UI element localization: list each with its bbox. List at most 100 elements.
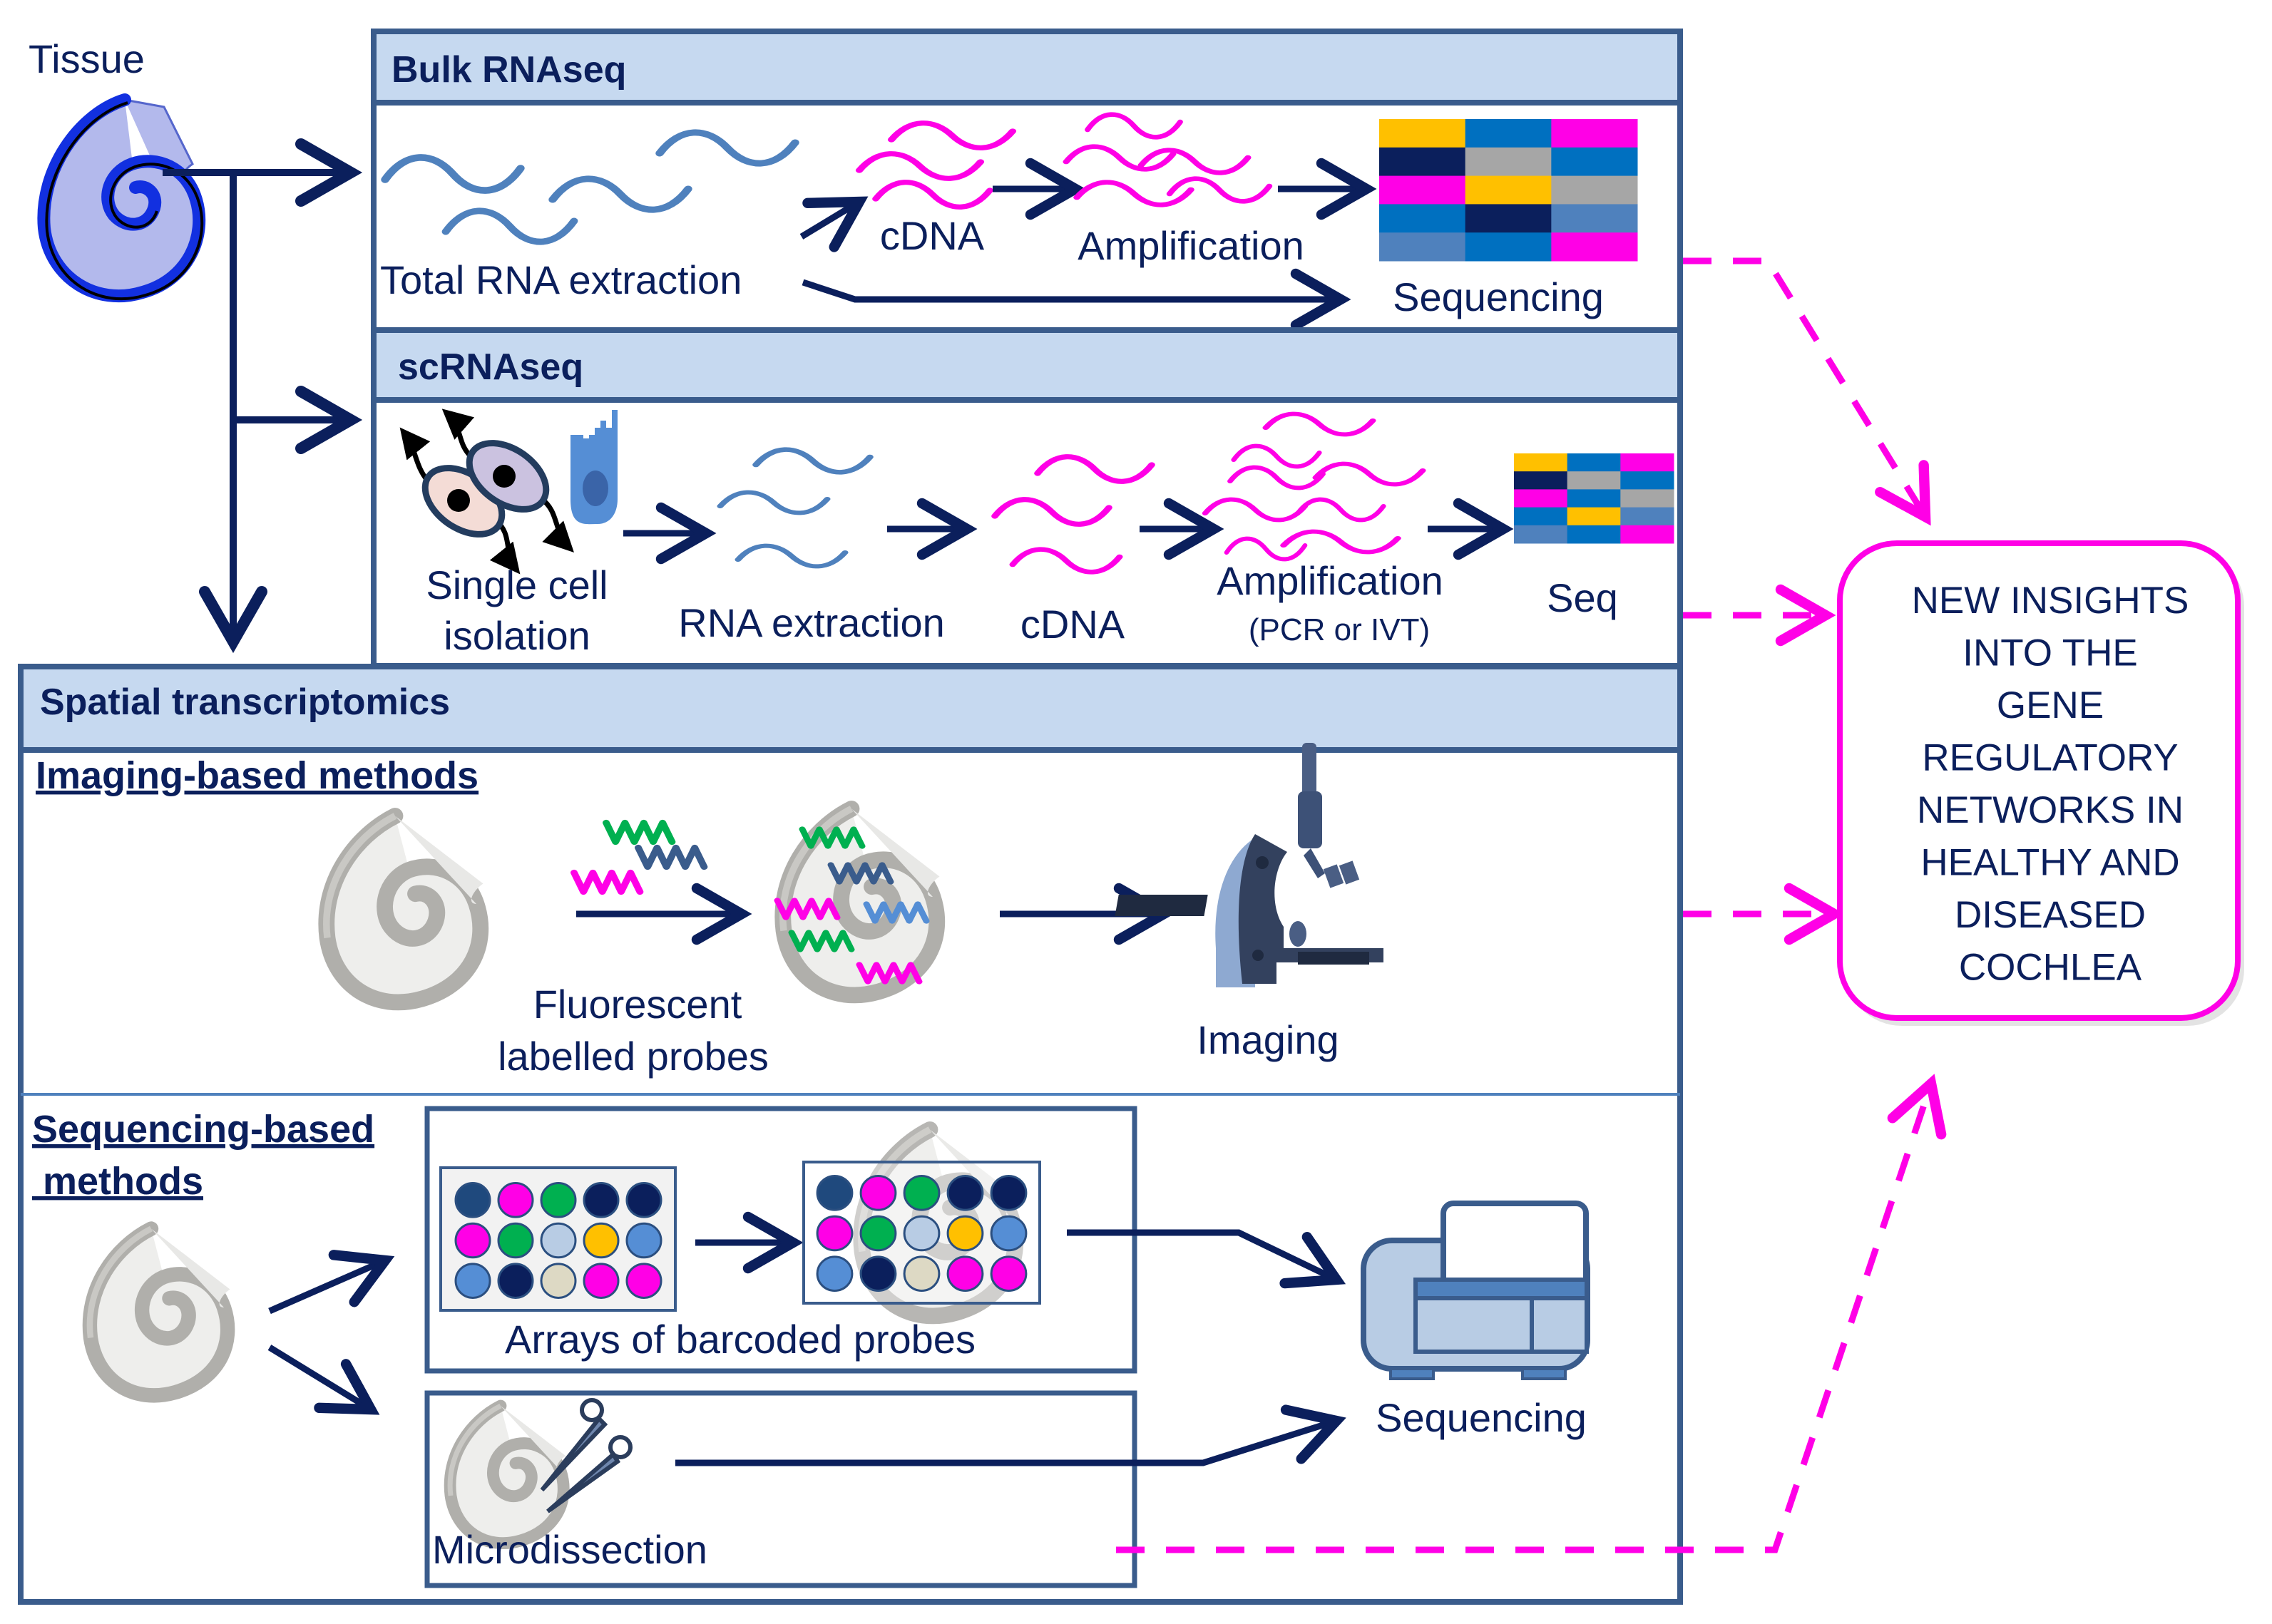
insights-line: GENE	[1997, 684, 2104, 726]
barcode-dot-green	[903, 1175, 941, 1211]
grid-cell-yellow	[1514, 453, 1568, 472]
barcode-dot-navy	[990, 1175, 1028, 1211]
barcode-dot-green	[859, 1215, 897, 1252]
barcode-dot-yellow	[946, 1215, 984, 1252]
grid-cell-yellow	[1465, 175, 1552, 205]
bulk-amplification-label: Amplification	[1078, 223, 1304, 268]
arrow-to-arrays	[268, 1250, 395, 1315]
barcode-dot-magenta	[859, 1175, 897, 1211]
scrna-amplification-label: Amplification	[1217, 558, 1443, 603]
grid-cell-magenta	[1514, 489, 1568, 508]
grid-cell-steel	[1620, 507, 1674, 526]
grid-cell-magenta	[1620, 453, 1674, 472]
sequencing-readout-grid	[1379, 119, 1638, 262]
bulk-cdna-label: cDNA	[880, 213, 985, 258]
connector-bulk	[1683, 257, 1931, 526]
grid-cell-blue	[1551, 147, 1638, 177]
sequencer-icon	[1361, 1201, 1590, 1380]
barcoded-array-dots	[816, 1175, 1028, 1292]
microdissection-label: Microdissection	[432, 1527, 707, 1572]
scrna-extraction-label: RNA extraction	[678, 600, 945, 645]
scissors-icon	[540, 1398, 633, 1513]
grid-cell-navy	[1465, 204, 1552, 233]
barcode-dot-magenta	[497, 1182, 534, 1218]
barcode-dot-magenta	[816, 1215, 854, 1252]
scrna-cdna-label: cDNA	[1020, 602, 1125, 647]
sequencing-methods-title-1: Sequencing-based	[32, 1108, 374, 1151]
insights-line: NETWORKS IN	[1917, 789, 2184, 831]
scrna-title: scRNAseq	[398, 346, 583, 388]
probes-label-1: Fluorescent	[533, 982, 742, 1027]
bulk-title: Bulk RNAseq	[392, 49, 626, 91]
barcode-dot-yellow	[583, 1222, 620, 1259]
scrna-amplification-note: (PCR or IVT)	[1249, 612, 1430, 647]
barcode-dot-magenta	[990, 1255, 1028, 1292]
scrna-seq-label: Seq	[1547, 575, 1618, 620]
barcode-dot-green	[497, 1222, 534, 1259]
barcode-dot-midblue	[990, 1215, 1028, 1252]
insights-line: INTO THE	[1963, 632, 2137, 674]
cochlea-icon	[37, 93, 206, 303]
bulk-header-bar	[371, 29, 1683, 106]
grid-cell-magenta	[1551, 119, 1638, 148]
grid-cell-steel	[1379, 232, 1466, 262]
arrow-arrays-to-sequencer	[1067, 1229, 1346, 1289]
grid-cell-navy	[1379, 147, 1466, 177]
spatial-header-bar	[18, 664, 1683, 753]
grid-cell-blue	[1465, 119, 1552, 148]
dashed-connectors	[1116, 257, 1947, 1553]
grid-cell-blue	[1567, 489, 1621, 508]
arrow-to-microdissection	[267, 1345, 380, 1415]
grid-cell-steel	[1551, 204, 1638, 233]
spatial-title: Spatial transcriptomics	[40, 682, 450, 723]
scrna-isolation-label-1: Single cell	[426, 562, 608, 607]
arrow-direct-sequencing	[802, 268, 1351, 331]
grid-cell-grey	[1551, 175, 1638, 205]
grid-cell-magenta	[1551, 232, 1638, 262]
tissue-label: Tissue	[29, 36, 145, 81]
imaging-methods-title: Imaging-based methods	[36, 754, 479, 797]
grid-cell-grey	[1465, 147, 1552, 177]
grid-cell-magenta	[1379, 175, 1466, 205]
insights-line: DISEASED	[1955, 894, 2146, 936]
grid-cell-magenta	[1620, 525, 1674, 544]
barcode-dot-darksteel	[454, 1182, 491, 1218]
barcode-dot-beige	[540, 1263, 577, 1299]
barcode-dot-lightblue	[540, 1222, 577, 1259]
grid-cell-yellow	[1567, 507, 1621, 526]
grid-cell-blue	[1620, 471, 1674, 490]
barcode-dot-navy	[859, 1255, 897, 1292]
barcode-dot-lightblue	[903, 1215, 941, 1252]
barcode-dot-beige	[903, 1255, 941, 1292]
microscope-icon	[1115, 743, 1383, 987]
bulk-sequencing-label: Sequencing	[1393, 274, 1604, 319]
barcode-dot-navy	[625, 1182, 662, 1218]
grid-cell-blue	[1567, 525, 1621, 544]
grid-cell-steel	[1514, 525, 1568, 544]
grid-cell-blue	[1514, 507, 1568, 526]
insights-line: NEW INSIGHTS	[1912, 580, 2189, 622]
scrna-isolation-label-2: isolation	[444, 613, 590, 658]
barcode-dot-navy	[497, 1263, 534, 1299]
barcode-dot-darksteel	[816, 1175, 854, 1211]
arrays-label: Arrays of barcoded probes	[505, 1317, 976, 1362]
insights-line: COCHLEA	[1959, 947, 2142, 989]
scrna-header-bar	[371, 327, 1683, 403]
barcode-dot-midblue	[625, 1222, 662, 1259]
sequencing-readout-grid	[1514, 453, 1674, 544]
grid-cell-grey	[1620, 489, 1674, 508]
grid-cell-blue	[1465, 232, 1552, 262]
bulk-extraction-label: Total RNA extraction	[380, 257, 742, 302]
connector-sequencing	[1116, 1074, 1947, 1553]
imaging-label: Imaging	[1197, 1017, 1339, 1062]
arrow-to-cdna	[799, 196, 869, 252]
barcode-dot-navy	[583, 1182, 620, 1218]
barcode-dot-magenta	[625, 1263, 662, 1299]
grid-cell-navy	[1514, 471, 1568, 490]
barcoded-array-dots	[454, 1182, 662, 1299]
barcode-dot-midblue	[816, 1255, 854, 1292]
insights-line: HEALTHY AND	[1920, 842, 2179, 884]
barcode-dot-navy	[946, 1175, 984, 1211]
